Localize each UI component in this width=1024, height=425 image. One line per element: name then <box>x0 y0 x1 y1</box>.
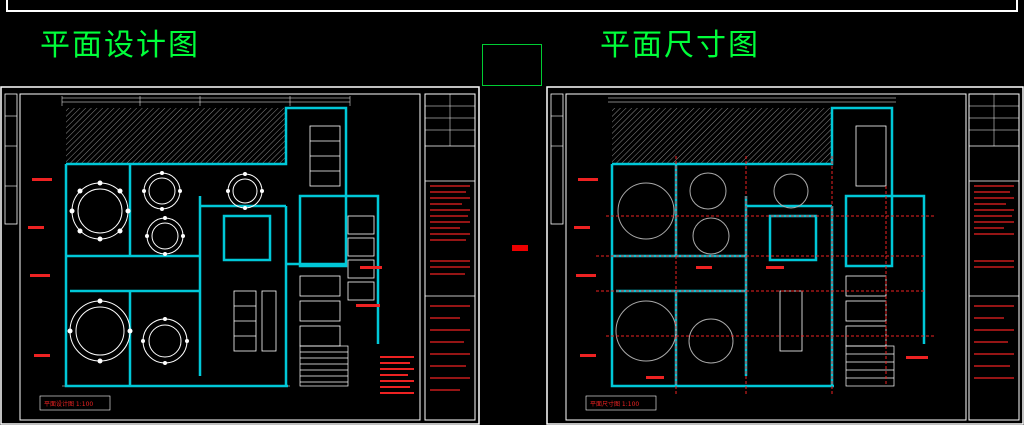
booth-seating <box>299 215 375 347</box>
left-strip <box>4 93 18 225</box>
long-tables <box>233 125 341 352</box>
chairs <box>67 171 264 365</box>
hatched-exterior-area <box>612 108 832 163</box>
top-frame-bar <box>6 0 1018 12</box>
dimension-plan-heading: 平面尺寸图 <box>600 28 760 63</box>
round-dining-tables <box>615 172 809 364</box>
scale-stamp: 平面尺寸图 1:100 <box>590 400 639 408</box>
red-dimension-lines <box>596 156 936 396</box>
red-annotations <box>574 178 928 379</box>
title-block-notes <box>430 185 470 391</box>
scale-stamp: 平面设计图 1:100 <box>44 400 93 408</box>
center-red-tag <box>512 245 528 251</box>
building-walls <box>64 106 380 388</box>
dimension-floor-plan-sheet[interactable]: 平面尺寸图 1:100 <box>546 86 1024 425</box>
sheet-outer-frame <box>0 86 480 425</box>
design-plan-heading: 平面设计图 <box>40 28 200 63</box>
title-block-notes <box>974 185 1014 379</box>
hatched-exterior-area <box>66 108 286 163</box>
drawing-border <box>565 93 967 421</box>
design-floor-plan-drawing: 平面设计图 1:100 <box>0 86 480 425</box>
drawing-border <box>19 93 421 421</box>
round-dining-tables <box>69 172 263 364</box>
red-annotations <box>28 178 414 394</box>
staircase <box>299 345 349 387</box>
staircase <box>845 345 895 387</box>
dimension-floor-plan-drawing: 平面尺寸图 1:100 <box>546 86 1024 425</box>
sheet-outer-frame <box>546 86 1024 425</box>
center-marker-box <box>482 44 542 86</box>
design-floor-plan-sheet[interactable]: 平面设计图 1:100 <box>0 86 480 425</box>
